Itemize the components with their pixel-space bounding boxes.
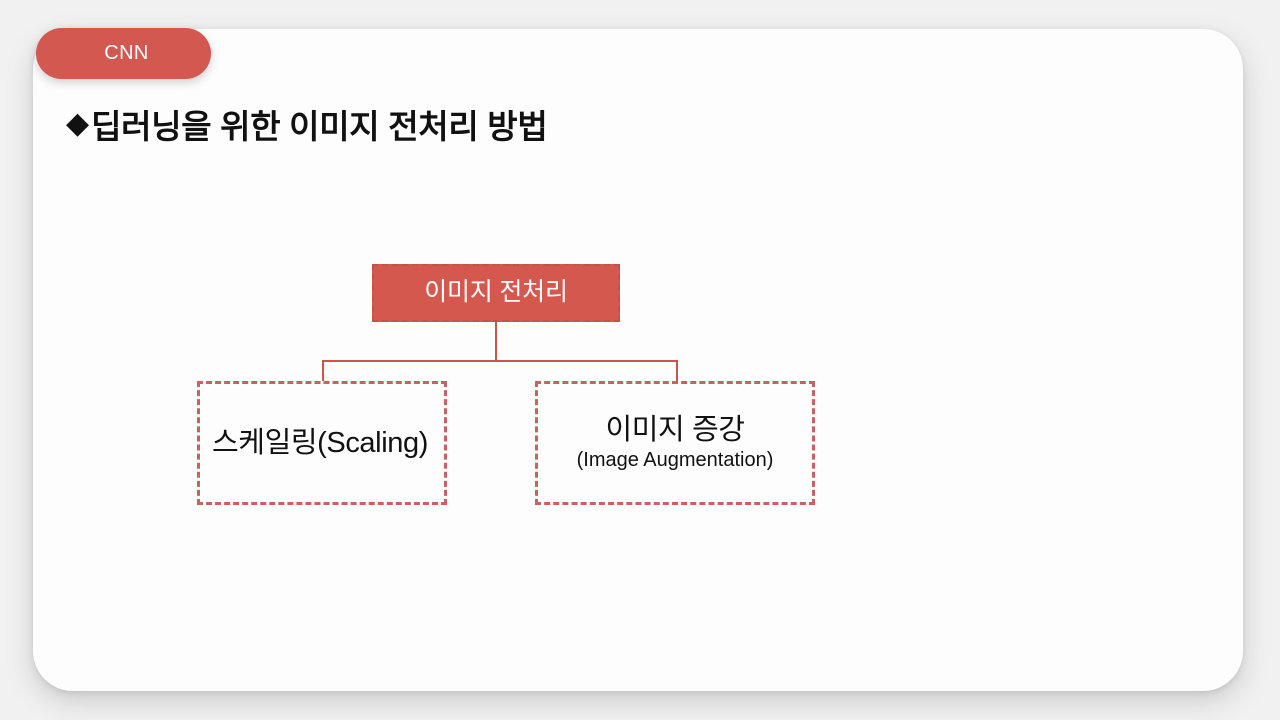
- diagram-node-scaling: 스케일링(Scaling): [197, 381, 447, 505]
- diagram-node-augmentation-label: 이미지 증강: [605, 414, 745, 447]
- diagram-node-augmentation: 이미지 증강 (Image Augmentation): [535, 381, 815, 505]
- page-title: ◆ 딥러닝을 위한 이미지 전처리 방법: [66, 100, 548, 148]
- connector-root-stem: [495, 322, 497, 361]
- connector-leg-right: [676, 360, 678, 381]
- diagram-node-root-label: 이미지 전처리: [424, 278, 568, 307]
- diagram-node-scaling-label: 스케일링(Scaling): [212, 426, 428, 459]
- diagram-node-augmentation-sublabel: (Image Augmentation): [576, 448, 774, 471]
- page-title-text: 딥러닝을 위한 이미지 전처리 방법: [91, 108, 548, 145]
- section-tab-cnn[interactable]: CNN: [36, 28, 211, 79]
- diagram-node-root: 이미지 전처리: [372, 264, 620, 322]
- diamond-bullet-icon: ◆: [66, 107, 90, 140]
- connector-horizontal-bar: [322, 360, 678, 362]
- connector-leg-left: [322, 360, 324, 381]
- section-tab-label: CNN: [104, 42, 149, 64]
